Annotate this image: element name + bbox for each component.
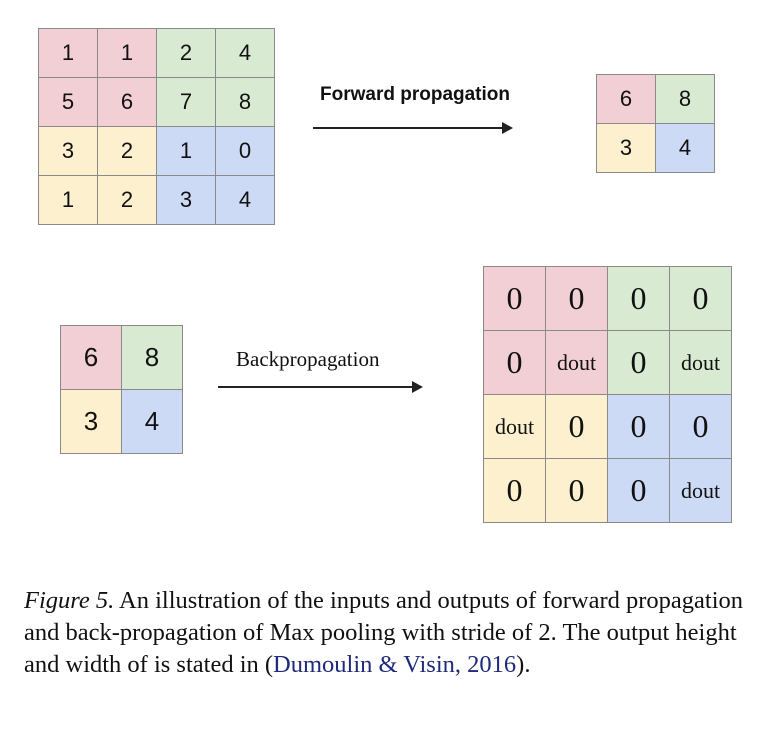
caption-text: An illustration of the inputs and output… [24, 587, 744, 678]
gradient-input-cell: 8 [122, 326, 183, 390]
gradient-output-cell: 0 [670, 395, 732, 459]
input-matrix-cell: 1 [157, 127, 216, 176]
gradient-output-cell: 0 [608, 395, 670, 459]
input-matrix-cell: 6 [98, 78, 157, 127]
input-matrix-cell: 4 [216, 176, 275, 225]
backpropagation-label: Backpropagation [236, 347, 380, 371]
gradient-input-cell: 4 [122, 390, 183, 454]
input-matrix-cell: 1 [39, 176, 98, 225]
caption-end: ). [516, 651, 531, 678]
input-matrix-cell: 2 [157, 29, 216, 78]
input-matrix-cell: 4 [216, 29, 275, 78]
gradient-output-cell: dout [484, 395, 546, 459]
input-matrix-cell: 1 [39, 29, 98, 78]
input-matrix-cell: 3 [39, 127, 98, 176]
gradient-output-cell: 0 [484, 459, 546, 523]
gradient-output-cell: dout [546, 331, 608, 395]
input-matrix-cell: 7 [157, 78, 216, 127]
input-matrix-cell: 0 [216, 127, 275, 176]
gradient-output-cell: 0 [546, 267, 608, 331]
pooled-output-cell: 6 [597, 75, 656, 124]
input-matrix-cell: 3 [157, 176, 216, 225]
gradient-output-cell: 0 [484, 267, 546, 331]
forward-propagation-label: Forward propagation [320, 84, 510, 105]
gradient-output-cell: dout [670, 331, 732, 395]
forward-arrow-icon [313, 122, 513, 134]
figure-caption: Figure 5. An illustration of the inputs … [24, 585, 759, 681]
gradient-output-cell: 0 [608, 331, 670, 395]
gradient-output-cell: dout [670, 459, 732, 523]
gradient-output-cell: 0 [546, 459, 608, 523]
input-matrix-cell: 2 [98, 176, 157, 225]
input-matrix-cell: 5 [39, 78, 98, 127]
gradient-output-cell: 0 [670, 267, 732, 331]
pooled-output-cell: 8 [656, 75, 715, 124]
input-matrix-cell: 2 [98, 127, 157, 176]
input-matrix-cell: 8 [216, 78, 275, 127]
backward-arrow-icon [218, 381, 423, 393]
gradient-output-cell: 0 [546, 395, 608, 459]
gradient-input-cell: 6 [61, 326, 122, 390]
gradient-output-cell: 0 [484, 331, 546, 395]
figure-label: Figure 5. [24, 587, 115, 614]
pooled-output-cell: 4 [656, 124, 715, 173]
gradient-output-cell: 0 [608, 267, 670, 331]
caption-citation-link[interactable]: Dumoulin & Visin, 2016 [273, 651, 517, 678]
pooled-output-cell: 3 [597, 124, 656, 173]
input-matrix-cell: 1 [98, 29, 157, 78]
gradient-input-cell: 3 [61, 390, 122, 454]
gradient-output-cell: 0 [608, 459, 670, 523]
